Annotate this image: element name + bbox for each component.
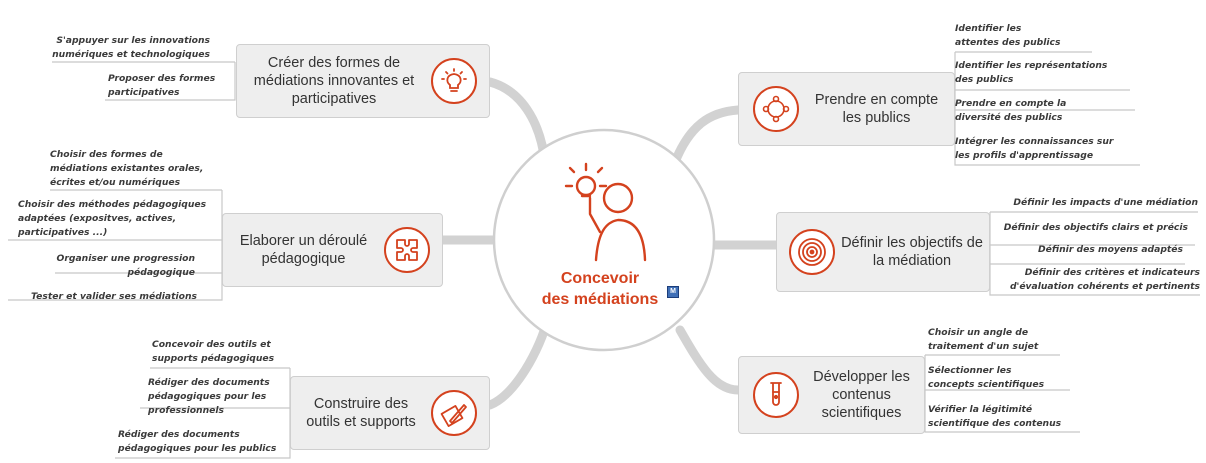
- connector-definir: [989, 211, 1200, 296]
- connector-creer: [52, 61, 236, 101]
- leaf-elaborer-1[interactable]: Choisir des formes de médiations existan…: [50, 149, 204, 188]
- branch-prendre: [670, 105, 743, 167]
- node-elaborer[interactable]: Elaborer un déroulé pédagogique: [222, 213, 443, 287]
- node-definir[interactable]: Définir les objectifs de la médiation: [776, 212, 990, 292]
- leaf-elaborer-3[interactable]: Organiser une progression pédagogique: [56, 253, 195, 278]
- leaf-prendre-3[interactable]: Prendre en compte la diversité des publi…: [955, 98, 1067, 123]
- branch-creer: [485, 77, 550, 167]
- mindmanager-badge-icon: M: [667, 286, 679, 298]
- node-developper[interactable]: Développer les contenus scientifiques: [738, 356, 925, 434]
- leaf-construire-3[interactable]: Rédiger des documents pédagogiques pour …: [118, 429, 277, 454]
- puzzle-icon: [384, 227, 430, 273]
- node-creer[interactable]: Créer des formes de médiations innovante…: [236, 44, 490, 118]
- leaf-prendre-1[interactable]: Identifier les attentes des publics: [955, 23, 1061, 48]
- leaf-developper-2[interactable]: Sélectionner les concepts scientifiques: [928, 365, 1045, 390]
- branch-developper: [675, 325, 743, 395]
- leaf-creer-2[interactable]: Proposer des formes participatives: [108, 73, 216, 98]
- node-elaborer-label: Elaborer un déroulé pédagogique: [239, 233, 368, 267]
- leaf-elaborer-4[interactable]: Tester et valider ses médiations: [31, 291, 197, 302]
- node-definir-label: Définir les objectifs de la médiation: [841, 235, 983, 269]
- node-prendre[interactable]: Prendre en compte les publics: [738, 72, 955, 146]
- test-tube-icon: [753, 372, 799, 418]
- people-circle-icon: [753, 86, 799, 132]
- leaf-prendre-4[interactable]: Intégrer les connaissances sur les profi…: [955, 136, 1114, 161]
- leaf-developper-3[interactable]: Vérifier la légitimité scientifique des …: [928, 404, 1062, 429]
- leaf-construire-1[interactable]: Concevoir des outils et supports pédagog…: [152, 339, 275, 364]
- leaf-definir-2[interactable]: Définir des objectifs clairs et précis: [1003, 222, 1188, 233]
- leaf-definir-4[interactable]: Définir des critères et indicateurs d'év…: [1009, 267, 1200, 292]
- leaf-developper-1[interactable]: Choisir un angle de traitement d'un suje…: [928, 327, 1039, 352]
- connector-elaborer: [8, 189, 223, 301]
- lightbulb-icon: [431, 58, 477, 104]
- target-icon: [789, 229, 835, 275]
- pencil-note-icon: [431, 390, 477, 436]
- node-developper-label: Développer les contenus scientifiques: [813, 369, 910, 421]
- leaf-creer-1[interactable]: S'appuyer sur les innovations numériques…: [52, 35, 210, 60]
- node-creer-label: Créer des formes de médiations innovante…: [253, 55, 415, 107]
- leaf-prendre-2[interactable]: Identifier les représentations des publi…: [955, 60, 1108, 85]
- central-topic[interactable]: Concevoir des médiations: [541, 270, 659, 308]
- leaf-construire-2[interactable]: Rédiger des documents pédagogiques pour …: [148, 377, 270, 416]
- node-prendre-label: Prendre en compte les publics: [814, 92, 939, 126]
- leaf-definir-3[interactable]: Définir des moyens adaptés: [1038, 244, 1183, 255]
- center-circle: [492, 128, 716, 352]
- leaf-definir-1[interactable]: Définir les impacts d'une médiation: [1013, 197, 1198, 208]
- connector-developper: [924, 354, 1080, 433]
- connector-prendre: [954, 51, 1140, 166]
- person-lightbulb-icon: [564, 162, 647, 262]
- node-construire[interactable]: Construire des outils et supports: [290, 376, 490, 450]
- branch-construire: [485, 313, 553, 410]
- leaf-elaborer-2[interactable]: Choisir des méthodes pédagogiques adapté…: [18, 199, 207, 238]
- node-construire-label: Construire des outils et supports: [306, 396, 416, 430]
